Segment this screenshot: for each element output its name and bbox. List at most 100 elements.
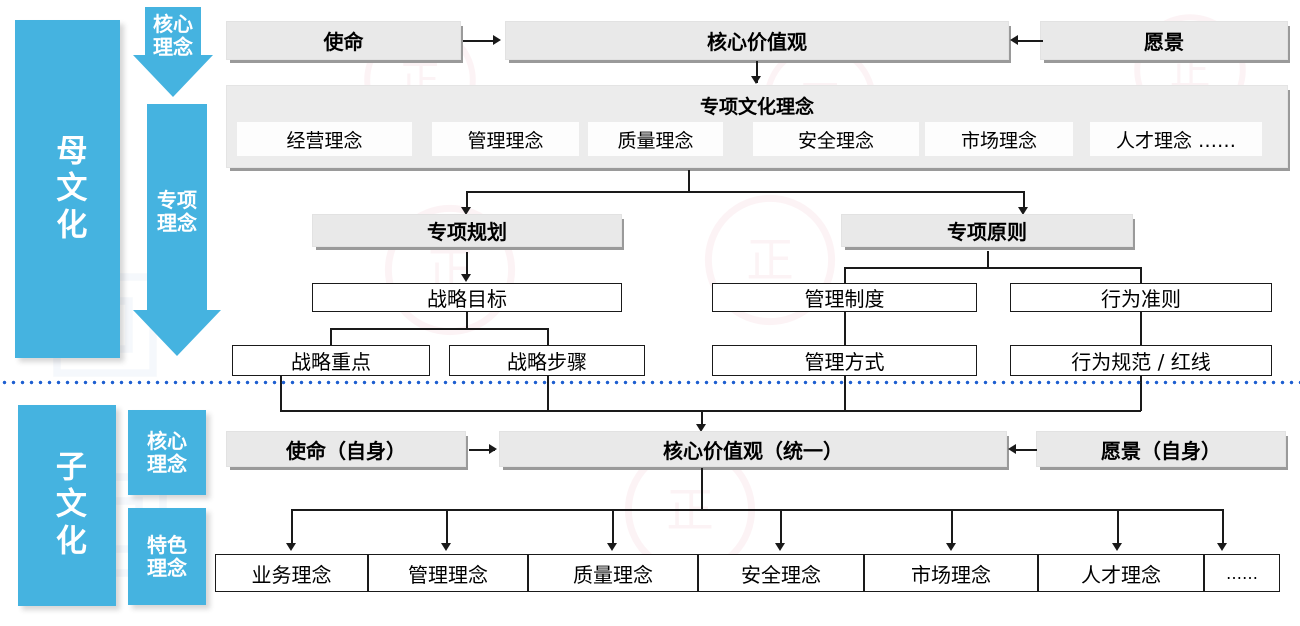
child-item-label: 质量理念: [573, 562, 653, 587]
parent-strategy-steps-label: 战略步骤: [507, 350, 587, 374]
connector-vision-to-core: [1013, 40, 1043, 42]
child-feature-label-2: 理念: [147, 555, 187, 580]
connector-child-mission-to-core: [469, 449, 495, 451]
parent-core-values-box[interactable]: 核心价值观: [505, 21, 1009, 60]
child-feature-label-1: 特色: [147, 532, 187, 557]
child-mission-box[interactable]: 使命（自身）: [226, 431, 466, 467]
parent-special-item-label: 人才理念 ……: [1115, 129, 1237, 152]
connector-child-item-3: [780, 509, 782, 545]
connector-norm-down: [1140, 376, 1142, 411]
child-mission-label: 使命（自身）: [286, 438, 406, 463]
parent-behavior-guideline-label: 行为准则: [1101, 287, 1181, 311]
connector-goal-split: [330, 328, 548, 330]
parent-vision-box[interactable]: 愿景: [1040, 21, 1288, 60]
connector-to-special-plan: [466, 191, 468, 210]
connector-child-item-0: [291, 509, 293, 545]
parent-special-item-label: 经营理念: [286, 129, 363, 152]
connector-core-to-special-panel: [756, 61, 758, 83]
parent-culture-band: 母文化: [15, 20, 120, 358]
arrowhead-child-item-3: [775, 543, 785, 551]
child-core-label-2: 理念: [147, 451, 187, 476]
parent-strategy-focus-label: 战略重点: [291, 350, 371, 374]
child-feature-concept-box: 特色 理念: [128, 508, 206, 605]
child-item-2[interactable]: 质量理念: [528, 554, 698, 592]
child-item-6[interactable]: ……: [1204, 554, 1280, 592]
connector-steps-down: [547, 376, 549, 411]
svg-text:正: 正: [746, 234, 794, 289]
arrowhead-to-special-plan: [461, 207, 471, 215]
arrowhead-child-item-5: [1112, 543, 1122, 551]
connector-principle-down: [987, 251, 989, 268]
connector-principle-to-guideline: [1140, 267, 1142, 284]
connector-child-item-6: [1222, 509, 1224, 545]
parent-strategy-steps-box[interactable]: 战略步骤: [449, 345, 645, 376]
arrowhead-child-item-2: [607, 543, 617, 551]
arrowhead-child-item-0: [286, 543, 296, 551]
child-item-4[interactable]: 市场理念: [864, 554, 1038, 592]
connector-guideline-to-norm: [1140, 312, 1142, 346]
connector-child-vision-to-core: [1011, 449, 1037, 451]
child-vision-box[interactable]: 愿景（自身）: [1036, 431, 1286, 467]
connector-to-special-principle: [1023, 191, 1025, 210]
connector-principle-split: [844, 267, 1141, 269]
connector-plan-to-goal: [466, 252, 468, 277]
parent-special-item-label: 安全理念: [797, 129, 874, 152]
arrowhead-merge-to-child-core: [696, 424, 706, 432]
connector-mission-to-core: [463, 40, 497, 42]
parent-core-concept-arrow: 核心 理念: [133, 7, 213, 97]
child-core-label-1: 核心: [147, 428, 187, 453]
culture-divider-line: [0, 380, 1300, 385]
child-core-concept-box: 核心 理念: [128, 410, 206, 495]
parent-special-item-label: 质量理念: [617, 129, 694, 152]
parent-special-item-2[interactable]: 质量理念: [588, 122, 723, 156]
child-culture-band-label: 子文化: [49, 450, 86, 561]
arrowhead-child-vision-to-core: [1008, 444, 1016, 454]
parent-special-item-4[interactable]: 市场理念: [925, 122, 1073, 156]
parent-special-plan-label: 专项规划: [427, 220, 507, 244]
parent-strategy-focus-box[interactable]: 战略重点: [232, 345, 430, 376]
parent-special-arrow-label-2: 理念: [157, 211, 197, 235]
child-item-label: 管理理念: [408, 562, 488, 587]
child-item-label: 市场理念: [911, 562, 991, 587]
parent-management-system-box[interactable]: 管理制度: [712, 283, 977, 312]
parent-behavior-guideline-box[interactable]: 行为准则: [1010, 283, 1272, 312]
parent-special-item-0[interactable]: 经营理念: [237, 122, 412, 156]
parent-special-plan-box[interactable]: 专项规划: [312, 214, 622, 247]
parent-special-concept-arrow: 专项 理念: [133, 104, 221, 356]
parent-behavior-norm-box[interactable]: 行为规范 / 红线: [1010, 345, 1272, 376]
child-item-5[interactable]: 人才理念: [1038, 554, 1204, 592]
connector-child-item-2: [612, 509, 614, 545]
connector-child-core-down: [701, 468, 703, 510]
parent-special-item-5[interactable]: 人才理念 ……: [1090, 122, 1262, 156]
parent-special-item-3[interactable]: 安全理念: [753, 122, 919, 156]
connector-goal-to-focus: [330, 328, 332, 346]
connector-child-item-5: [1117, 509, 1119, 545]
child-item-1[interactable]: 管理理念: [368, 554, 528, 592]
svg-text:正: 正: [666, 484, 714, 539]
parent-special-principle-label: 专项原则: [947, 220, 1027, 244]
parent-management-method-box[interactable]: 管理方式: [712, 345, 977, 376]
child-core-values-box[interactable]: 核心价值观（统一）: [499, 431, 1007, 467]
arrowhead-to-special-principle: [1018, 207, 1028, 215]
connector-panel-split: [466, 191, 1024, 193]
child-core-values-label: 核心价值观（统一）: [663, 438, 843, 463]
parent-special-principle-box[interactable]: 专项原则: [841, 214, 1133, 247]
arrowhead-child-item-1: [441, 543, 451, 551]
connector-child-items-bar: [291, 509, 1223, 511]
parent-management-system-label: 管理制度: [804, 287, 885, 311]
connector-merge-bar: [280, 410, 1141, 412]
parent-core-arrow-label-2: 理念: [153, 35, 193, 59]
child-item-label: 业务理念: [251, 562, 332, 587]
connector-goal-down: [466, 312, 468, 329]
parent-special-item-1[interactable]: 管理理念: [432, 122, 579, 156]
child-item-3[interactable]: 安全理念: [698, 554, 864, 592]
connector-panel-down: [688, 170, 690, 192]
arrowhead-child-item-6: [1217, 543, 1227, 551]
child-item-0[interactable]: 业务理念: [215, 554, 368, 592]
parent-culture-band-label: 母文化: [50, 133, 87, 245]
parent-strategy-goal-box[interactable]: 战略目标: [312, 283, 622, 312]
parent-mission-label: 使命: [323, 30, 364, 54]
parent-mission-box[interactable]: 使命: [226, 21, 461, 60]
parent-strategy-goal-label: 战略目标: [427, 287, 507, 311]
